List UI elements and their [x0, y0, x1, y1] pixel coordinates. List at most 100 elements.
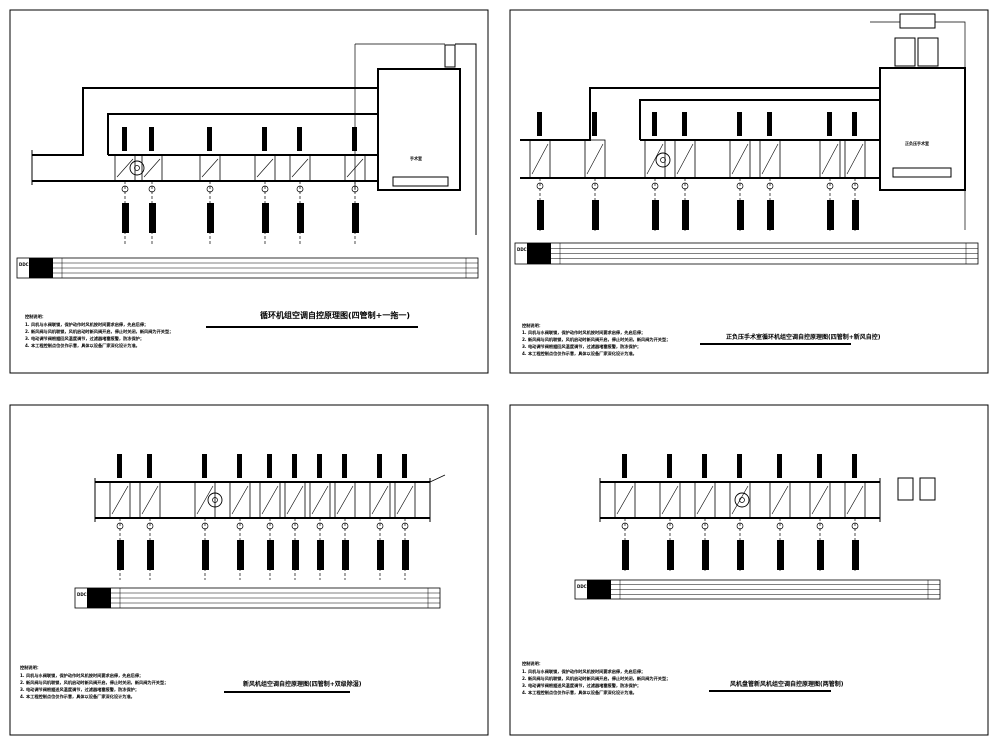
sensor-icon: [851, 182, 859, 190]
sensor-icon: [621, 522, 629, 530]
coil-symbol: [696, 485, 714, 515]
sensor-icon: [351, 185, 359, 193]
coil-symbol: [141, 485, 159, 515]
sensor-icon: [376, 522, 384, 530]
sensor-icon: [736, 182, 744, 190]
device-label: [292, 454, 297, 478]
device-label: [652, 200, 659, 230]
coil-symbol: [336, 485, 354, 515]
sensor-icon: [536, 182, 544, 190]
coil-symbol: [676, 143, 694, 175]
device-label: [702, 454, 707, 478]
device-label: [342, 454, 347, 478]
coil-symbol: [201, 158, 219, 178]
sensor-icon: [736, 522, 744, 530]
device-label: [122, 203, 129, 233]
coil-symbol: [286, 485, 304, 515]
note-line: 4. 本工程控制点位仅作示意，具体以设备厂家深化设计为准。: [522, 689, 637, 696]
device-label: [297, 203, 304, 233]
fan-hub-icon: [660, 157, 666, 163]
device-label: [402, 454, 407, 478]
ddc-label-2: DDC: [517, 247, 527, 252]
panel-frame-4: [509, 404, 989, 736]
sensor-icon: [776, 522, 784, 530]
note-line: 1. 风机与水阀联锁，保护动作时风机按时间要求启停，先启后停；: [20, 672, 143, 679]
device-label: [852, 200, 859, 230]
room-label-1: 手术室: [410, 155, 422, 161]
device-label: [702, 540, 709, 570]
device-label: [262, 203, 269, 233]
device-label: [777, 454, 782, 478]
note-line: 4. 本工程控制点位仅作示意，具体以设备厂家深化设计为准。: [522, 350, 637, 357]
device-label: [117, 540, 124, 570]
ddc-label-4: DDC: [577, 584, 587, 589]
coil-symbol: [196, 485, 214, 515]
sensor-icon: [316, 522, 324, 530]
device-label: [149, 127, 154, 151]
panel-4-ducts: [599, 477, 936, 522]
device-label: [777, 540, 784, 570]
device-label: [827, 112, 832, 136]
sensor-icon: [401, 522, 409, 530]
notes-4: 控制说明： 1. 风机与水阀联锁，保护动作时风机按时间要求启停，先启后停； 2.…: [522, 660, 670, 696]
device-label: [377, 454, 382, 478]
sensor-icon: [296, 185, 304, 193]
panel-2-ducts: [520, 13, 966, 230]
sensor-icon: [148, 185, 156, 193]
sensor-icon: [816, 522, 824, 530]
sensor-icon: [666, 522, 674, 530]
components-layer: [109, 112, 866, 580]
note-line: 2. 新风阀与风机联锁，风机启动时新风阀开启，停止时关闭，新风阀为开关型；: [25, 328, 173, 335]
device-label: [622, 540, 629, 570]
device-label: [147, 454, 152, 478]
note-line: 3. 电动调节阀根据送风温度调节，过滤器堵塞报警，防冻保护；: [522, 682, 641, 689]
room-label-2: 正负压手术室: [905, 140, 929, 146]
note-line: 1. 风机与水阀联锁，保护动作时风机按时间要求启停，先启后停；: [522, 329, 645, 336]
drawing-title-4: 风机盘管新风机组空调自控原理图(两管制): [730, 680, 844, 688]
coil-symbol: [143, 158, 161, 178]
coil-symbol: [731, 143, 749, 175]
coil-symbol: [811, 485, 829, 515]
device-label: [682, 112, 687, 136]
device-label: [737, 112, 742, 136]
device-label: [202, 454, 207, 478]
device-label: [402, 540, 409, 570]
device-label: [682, 200, 689, 230]
coil-symbol: [261, 485, 279, 515]
device-label: [147, 540, 154, 570]
sensor-icon: [201, 522, 209, 530]
sensor-icon: [236, 522, 244, 530]
device-label: [267, 454, 272, 478]
device-label: [292, 540, 299, 570]
fan-icon: [734, 492, 750, 508]
coil-symbol: [231, 485, 249, 515]
fan-hub-icon: [134, 165, 140, 171]
device-label: [737, 200, 744, 230]
device-label: [767, 112, 772, 136]
device-label: [852, 540, 859, 570]
device-label: [852, 112, 857, 136]
note-line: 4. 本工程控制点位仅作示意，具体以设备厂家深化设计为准。: [25, 342, 140, 349]
sensor-icon: [591, 182, 599, 190]
note-line: 3. 电动调节阀根据回风温度调节，过滤器堵塞报警，防冻保护；: [25, 335, 144, 342]
device-label: [592, 112, 597, 136]
note-line: 4. 本工程控制点位仅作示意，具体以设备厂家深化设计为准。: [20, 693, 135, 700]
fan-icon: [129, 160, 145, 176]
table-header-cells: [29, 258, 53, 278]
table-header-cells: [87, 588, 111, 608]
device-label: [737, 454, 742, 478]
device-label: [592, 200, 599, 230]
device-label: [622, 454, 627, 478]
notes-heading: 控制说明：: [522, 322, 543, 329]
sensor-icon: [651, 182, 659, 190]
sensor-icon: [206, 185, 214, 193]
device-label: [667, 540, 674, 570]
device-label: [352, 127, 357, 151]
device-label: [207, 203, 214, 233]
device-label: [237, 540, 244, 570]
coil-symbol: [846, 143, 864, 175]
sensor-icon: [146, 522, 154, 530]
fan-hub-icon: [212, 497, 218, 503]
device-label: [652, 112, 657, 136]
coil-symbol: [116, 158, 134, 178]
